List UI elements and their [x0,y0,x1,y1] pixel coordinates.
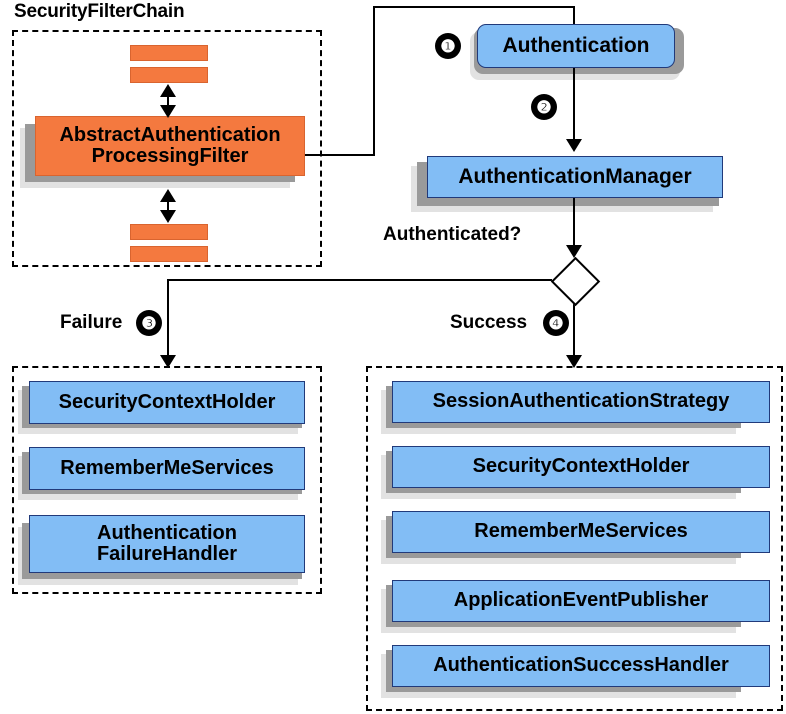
decision-diamond [550,256,601,307]
connector-filter-to-auth-h2 [373,6,575,8]
connector-filter-to-auth-h1 [305,154,375,156]
node-label: AuthenticationSuccessHandler [433,654,729,677]
node-authentication-manager[interactable]: AuthenticationManager [427,156,723,198]
connector-filter-to-auth-v [373,6,375,156]
connector-auth-entry [573,6,575,28]
badge-step-2: ❷ [531,94,557,120]
connector-success-arrow [566,355,582,368]
node-label: RememberMeServices [60,456,274,479]
connector-manager-to-decision-arrow [566,245,582,258]
node-label: ApplicationEventPublisher [453,589,709,612]
failure-branch-label: Failure [60,312,123,333]
filter-bar-top-1 [130,45,208,61]
node-success-security-context-holder[interactable]: SecurityContextHolder [392,446,770,488]
connector-manager-to-decision [573,198,575,254]
node-label: SecurityContextHolder [472,455,690,478]
filter-link-top-line [167,91,169,115]
connector-auth-to-manager [573,68,575,144]
badge-step-3: ❸ [136,310,162,336]
connector-decision-to-failure-v [167,279,169,363]
connector-auth-to-manager-arrow [566,139,582,152]
node-abstract-authentication-processing-filter[interactable]: AbstractAuthentication ProcessingFilter [35,116,305,176]
node-failure-security-context-holder[interactable]: SecurityContextHolder [29,381,305,424]
badge-step-4: ❹ [543,310,569,336]
node-authentication[interactable]: Authentication [477,24,675,68]
filter-bar-top-2 [130,67,208,83]
node-label-line2: FailureHandler [96,543,238,565]
filter-link-bottom-arrow-up [160,189,176,202]
connector-failure-arrow [160,355,176,368]
node-label-line1: Authentication [97,521,237,544]
filter-link-bottom-arrow-down [160,210,176,223]
node-label: SecurityContextHolder [58,390,276,413]
node-success-authentication-success-handler[interactable]: AuthenticationSuccessHandler [392,645,770,687]
security-filter-chain-group [12,30,322,267]
node-label-line2: ProcessingFilter [91,145,249,167]
filter-bar-bottom-1 [130,224,208,240]
node-success-remember-me-services[interactable]: RememberMeServices [392,511,770,553]
security-filter-chain-title: SecurityFilterChain [14,1,185,22]
node-label: SessionAuthenticationStrategy [432,390,730,413]
decision-question-label: Authenticated? [383,224,522,245]
filter-link-bottom-line [167,196,169,220]
badge-step-1: ❶ [435,33,461,59]
connector-decision-to-failure-h [167,279,552,281]
node-success-application-event-publisher[interactable]: ApplicationEventPublisher [392,580,770,622]
success-branch-label: Success [450,312,528,333]
node-failure-authentication-failure-handler[interactable]: Authentication FailureHandler [29,515,305,573]
filter-link-top-arrow-down [160,105,176,118]
node-success-session-authentication-strategy[interactable]: SessionAuthenticationStrategy [392,381,770,423]
node-failure-remember-me-services[interactable]: RememberMeServices [29,447,305,490]
node-label: AuthenticationManager [458,164,692,188]
node-label: Authentication [502,33,650,57]
node-label-line1: AbstractAuthentication [59,123,281,146]
connector-decision-to-success-v [573,295,575,363]
node-label: RememberMeServices [474,520,688,543]
filter-link-top-arrow-up [160,84,176,97]
filter-bar-bottom-2 [130,246,208,262]
